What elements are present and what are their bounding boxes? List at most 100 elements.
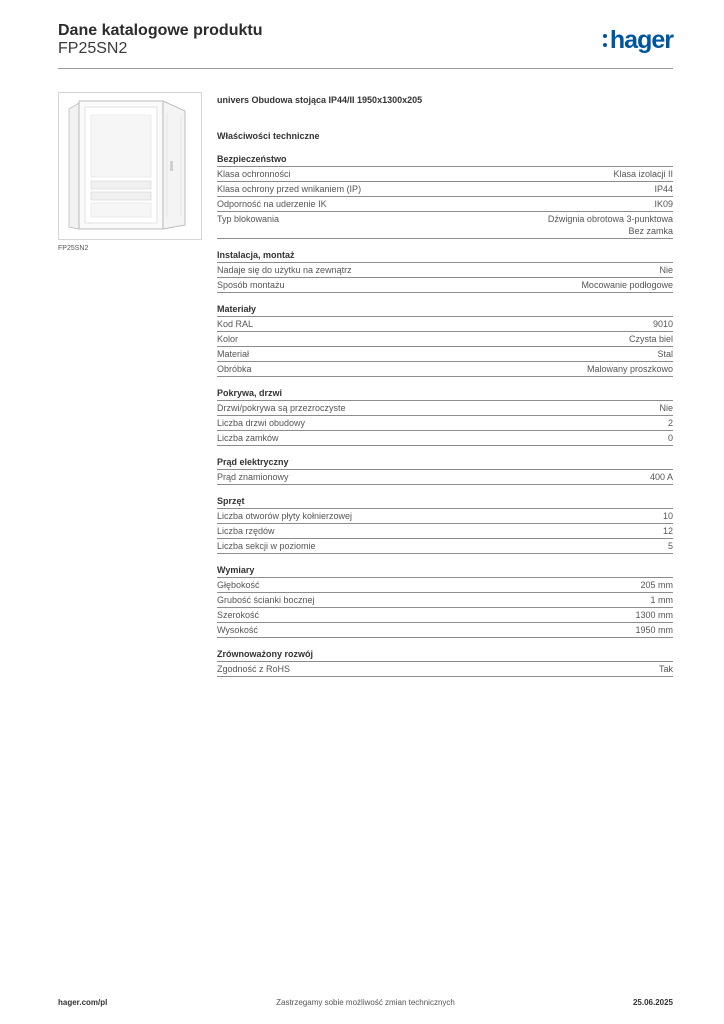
spec-label: Nadaje się do użytku na zewnątrz xyxy=(217,265,352,275)
spec-label: Grubość ścianki bocznej xyxy=(217,595,315,605)
spec-value: 1300 mm xyxy=(635,610,673,620)
spec-value: Dźwignia obrotowa 3-punktowa Bez zamka xyxy=(547,214,673,236)
spec-label: Obróbka xyxy=(217,364,252,374)
spec-value: Klasa izolacji II xyxy=(613,169,673,179)
spec-value: 400 A xyxy=(649,472,673,482)
spec-label: Klasa ochronności xyxy=(217,169,291,179)
spec-label: Liczba otworów płyty kołnierzowej xyxy=(217,511,353,521)
page-header: Dane katalogowe produktu FP25SN2 hager xyxy=(58,20,674,68)
spec-value: IK09 xyxy=(654,199,673,209)
footer-date: 25.06.2025 xyxy=(632,998,673,1007)
spec-row: Głębokość 205 mm xyxy=(217,578,673,593)
spec-row: Zgodność z RoHS Tak xyxy=(217,662,673,677)
spec-value: Nie xyxy=(659,403,673,413)
spec-row: Prąd znamionowy 400 A xyxy=(217,470,673,485)
logo-dots-icon xyxy=(602,31,608,49)
hager-logo: hager xyxy=(602,25,674,54)
spec-label: Typ blokowania xyxy=(217,214,280,224)
spec-label: Kod RAL xyxy=(217,319,254,329)
spec-label: Szerokość xyxy=(217,610,260,620)
spec-row: Sposób montażu Mocowanie podłogowe xyxy=(217,278,673,293)
spec-row: Drzwi/pokrywa są przezroczyste Nie xyxy=(217,401,673,416)
spec-label: Liczba drzwi obudowy xyxy=(217,418,306,428)
spec-value: Malowany proszkowo xyxy=(586,364,673,374)
spec-value: 2 xyxy=(667,418,673,428)
spec-label: Drzwi/pokrywa są przezroczyste xyxy=(217,403,346,413)
spec-value: 9010 xyxy=(652,319,673,329)
spec-row: Wysokość 1950 mm xyxy=(217,623,673,638)
section-title: Instalacja, montaż xyxy=(217,249,673,263)
product-code: FP25SN2 xyxy=(58,40,128,57)
product-description: univers Obudowa stojąca IP44/II 1950x130… xyxy=(217,95,423,105)
spec-row: Obróbka Malowany proszkowo xyxy=(217,362,673,377)
spec-row: Liczba drzwi obudowy 2 xyxy=(217,416,673,431)
properties-heading: Właściwości techniczne xyxy=(217,131,320,141)
spec-row: Materiał Stal xyxy=(217,347,673,362)
section-title: Wymiary xyxy=(217,564,673,578)
section-title: Pokrywa, drzwi xyxy=(217,387,673,401)
spec-value: Tak xyxy=(658,664,673,674)
product-image xyxy=(58,92,202,240)
document-title: Dane katalogowe produktu xyxy=(58,22,263,39)
section-title: Zrównoważony rozwój xyxy=(217,648,673,662)
spec-row: Nadaje się do użytku na zewnątrz Nie xyxy=(217,263,673,278)
spec-value: 1 mm xyxy=(650,595,674,605)
cabinet-illustration xyxy=(68,100,186,230)
spec-value: Nie xyxy=(659,265,673,275)
spec-value: Czysta biel xyxy=(628,334,673,344)
spec-value: Stal xyxy=(657,349,673,359)
spec-row: Liczba otworów płyty kołnierzowej 10 xyxy=(217,509,673,524)
spec-value: 205 mm xyxy=(640,580,673,590)
image-caption: FP25SN2 xyxy=(58,245,89,252)
spec-value: 0 xyxy=(667,433,673,443)
spec-label: Prąd znamionowy xyxy=(217,472,289,482)
section-title: Bezpieczeństwo xyxy=(217,153,673,167)
spec-row: Grubość ścianki bocznej 1 mm xyxy=(217,593,673,608)
spec-row: Typ blokowania Dźwignia obrotowa 3-punkto… xyxy=(217,212,673,239)
section-title: Prąd elektryczny xyxy=(217,456,673,470)
spec-row: Kod RAL 9010 xyxy=(217,317,673,332)
spec-value: 12 xyxy=(662,526,673,536)
spec-label: Sposób montażu xyxy=(217,280,285,290)
spec-label: Odporność na uderzenie IK xyxy=(217,199,327,209)
spec-label: Zgodność z RoHS xyxy=(217,664,291,674)
logo-text: hager xyxy=(609,25,674,54)
spec-row: Kolor Czysta biel xyxy=(217,332,673,347)
spec-value: 10 xyxy=(662,511,673,521)
spec-row: Liczba rzędów 12 xyxy=(217,524,673,539)
spec-row: Liczba sekcji w poziomie 5 xyxy=(217,539,673,554)
spec-value: Mocowanie podłogowe xyxy=(581,280,673,290)
spec-label: Wysokość xyxy=(217,625,258,635)
spec-label: Materiał xyxy=(217,349,250,359)
spec-row: Szerokość 1300 mm xyxy=(217,608,673,623)
spec-label: Kolor xyxy=(217,334,239,344)
spec-row: Klasa ochrony przed wnikaniem (IP) IP44 xyxy=(217,182,673,197)
footer-website: hager.com/pl xyxy=(58,998,108,1007)
spec-row: Klasa ochronności Klasa izolacji II xyxy=(217,167,673,182)
product-specs: univers Obudowa stojąca IP44/II 1950x130… xyxy=(217,93,673,677)
spec-value: 1950 mm xyxy=(635,625,673,635)
spec-label: Liczba zamków xyxy=(217,433,279,443)
spec-row: Liczba zamków 0 xyxy=(217,431,673,446)
spec-value: 5 xyxy=(667,541,673,551)
spec-label: Głębokość xyxy=(217,580,260,590)
page-footer: hager.com/pl Zastrzegamy sobie możliwość… xyxy=(58,998,673,1010)
spec-label: Liczba rzędów xyxy=(217,526,275,536)
section-title: Sprzęt xyxy=(217,495,673,509)
spec-row: Odporność na uderzenie IK IK09 xyxy=(217,197,673,212)
spec-label: Klasa ochrony przed wnikaniem (IP) xyxy=(217,184,362,194)
header-divider xyxy=(58,68,673,69)
footer-disclaimer: Zastrzegamy sobie możliwość zmian techni… xyxy=(276,998,455,1007)
spec-value: IP44 xyxy=(654,184,673,194)
spec-label: Liczba sekcji w poziomie xyxy=(217,541,316,551)
section-title: Materiały xyxy=(217,303,673,317)
